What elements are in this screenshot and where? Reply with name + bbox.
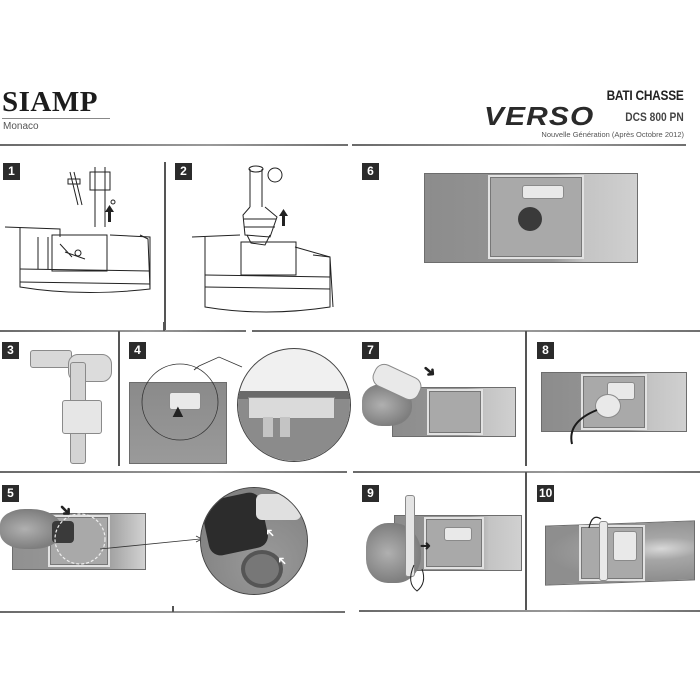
step-number-badge: 9: [362, 485, 379, 502]
divider-tick: [163, 322, 165, 331]
product-logo: VERSO: [484, 101, 595, 131]
arrow-icon: ➜: [418, 360, 440, 383]
divider-9-10: [525, 472, 527, 612]
arrow-up-icon: ▲: [169, 401, 187, 421]
row1-divider-left: [0, 330, 246, 332]
brand-location: Monaco: [3, 121, 39, 132]
row2-divider-left: [0, 471, 347, 473]
flush-valve-seal: [52, 521, 74, 543]
step-number-badge: 7: [362, 342, 379, 359]
cable: [410, 564, 425, 592]
header-divider-right: [352, 144, 686, 146]
step-number-badge: 8: [537, 342, 554, 359]
fill-valve: [444, 527, 472, 541]
row2-divider-right: [353, 471, 700, 473]
step-number-badge: 2: [175, 163, 192, 180]
step-7-panel: 7 ➜: [352, 332, 525, 467]
access-opening: [427, 389, 483, 435]
siamp-logo: SIAMP: [2, 86, 98, 118]
magnified-seal-inset: ➜ ➜: [200, 487, 308, 595]
row1-divider-right: [252, 330, 700, 332]
frame-rod: [599, 521, 608, 581]
logo-underline: [2, 118, 110, 119]
step-number-badge: 4: [129, 342, 146, 359]
step-6-panel: 6: [352, 147, 700, 330]
step-1-panel: 1: [0, 147, 164, 330]
step-4-panel: 4 ▲: [119, 332, 351, 467]
access-opening: [424, 517, 484, 569]
header-divider-left: [0, 144, 348, 146]
valve-head: [30, 350, 72, 368]
frame-rod: [405, 495, 415, 577]
step-3-panel: 3: [0, 332, 118, 467]
fill-valve-removal-drawing: [4, 167, 151, 294]
footer-divider-right: [359, 610, 700, 612]
magnify-callout: [141, 356, 243, 441]
step-number-badge: 1: [3, 163, 20, 180]
product-model: DCS 800 PN: [625, 110, 684, 124]
footer-divider-left: [0, 611, 345, 613]
step-9-panel: 9 ➜: [352, 473, 525, 610]
drain-outlet: [518, 207, 542, 231]
valve-float: [62, 400, 102, 434]
step-number-badge: 3: [2, 342, 19, 359]
step-10-panel: 10: [527, 473, 700, 610]
cable: [588, 516, 602, 529]
step-number-badge: 10: [537, 485, 555, 502]
clip-part: [169, 392, 201, 410]
footer-tick: [172, 606, 174, 612]
step-8-panel: 8: [527, 332, 700, 467]
divider-1-2: [164, 162, 166, 330]
flush-valve-removal-drawing: [191, 165, 334, 313]
step-number-badge: 5: [2, 485, 19, 502]
divider-7-8: [525, 331, 527, 466]
installed-valves: [613, 531, 637, 561]
cable: [570, 409, 598, 445]
step-5-panel: 5 ➜ ➜ ➜: [0, 473, 350, 610]
step-number-badge: 6: [362, 163, 379, 180]
hand: [0, 509, 62, 549]
generation-note: Nouvelle Génération (Après Octobre 2012): [541, 130, 684, 139]
product-category: BATI CHASSE: [607, 87, 684, 103]
valve-bracket: [522, 185, 564, 199]
arrow-right-icon: ➜: [420, 538, 431, 553]
installed-flush-valve: [595, 394, 621, 418]
divider-3-4: [118, 331, 120, 466]
magnified-clip-inset: [237, 348, 351, 462]
step-2-panel: 2: [165, 147, 350, 330]
